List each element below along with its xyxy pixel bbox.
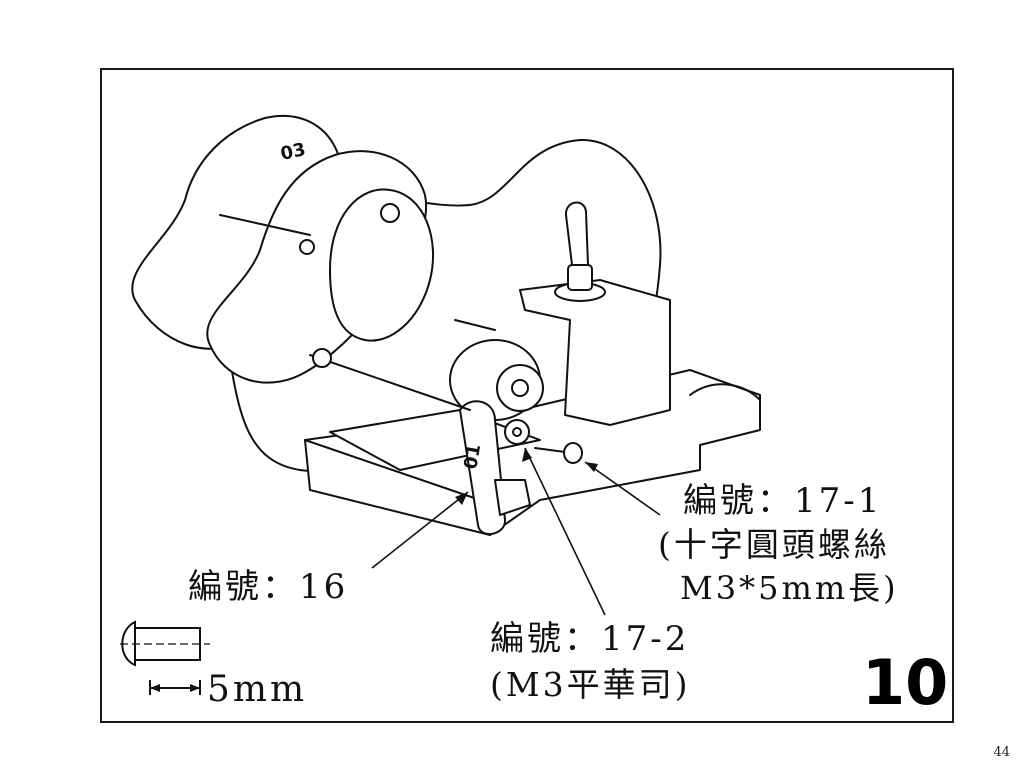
screw-size-label: 5mm — [207, 669, 308, 710]
leader-16 — [371, 491, 469, 569]
step-number: 10 — [862, 646, 949, 719]
label-17-1-part: 編號：17-1 — [683, 481, 883, 521]
jaw-lever — [329, 188, 434, 342]
leader-17-1 — [584, 461, 661, 516]
plate-mark: 03 — [279, 139, 308, 165]
screw-head — [563, 442, 583, 464]
gear-hub — [511, 379, 529, 397]
link-mark: 01 — [460, 443, 485, 471]
axle-front — [219, 214, 311, 236]
base-wedge — [494, 479, 531, 516]
switch-lever — [564, 201, 589, 266]
lower-screw — [312, 348, 332, 368]
screw-size-legend — [120, 620, 210, 695]
axle-lower — [309, 354, 471, 411]
axle-top — [454, 319, 496, 331]
arrow-17-1 — [585, 462, 598, 472]
label-17-1-size: M3*5mm長) — [680, 569, 899, 607]
screw-shank — [534, 447, 566, 453]
label-17-2-part: 編號：17-2 — [490, 619, 690, 659]
plate-screw — [299, 239, 315, 255]
switch-bracket — [519, 279, 671, 426]
pivot-screw — [380, 203, 400, 223]
label-16: 編號：16 — [188, 567, 349, 607]
label-17-2-desc: (M3平華司) — [490, 665, 691, 704]
base-rail — [689, 383, 761, 401]
washer-hole — [512, 427, 522, 437]
leader-17-2 — [524, 447, 606, 616]
label-17-1-desc: (十字圓頭螺絲 — [658, 525, 890, 564]
page-number: 44 — [993, 745, 1010, 760]
arrow-17-2 — [522, 448, 532, 462]
switch-body — [567, 264, 593, 291]
crank-link — [459, 400, 507, 535]
arrow-16 — [455, 492, 468, 505]
